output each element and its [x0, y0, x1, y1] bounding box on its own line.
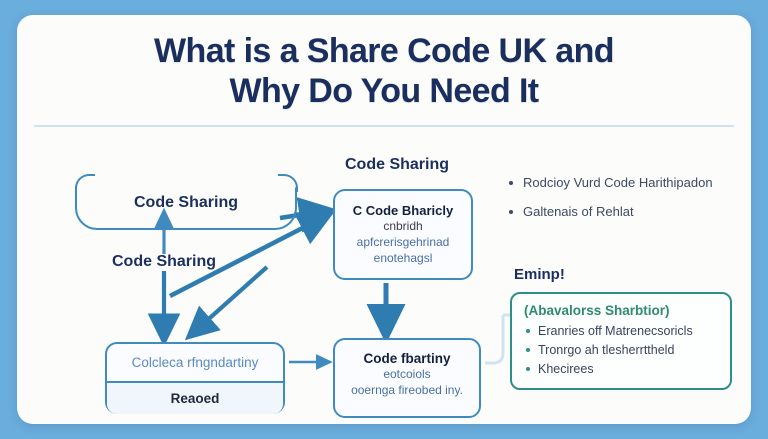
- center-box: C Code Bharicly cnbridh apfcrerisgehrina…: [333, 189, 473, 280]
- header-divider: [34, 125, 734, 127]
- list-item: Khecirees: [524, 360, 730, 379]
- page-title-line-2: Why Do You Need It: [229, 72, 539, 111]
- wire-to-emphasis-box: [485, 315, 505, 365]
- pill-cap-left: [74, 174, 95, 192]
- bottom-center-box-line-1: eotcoiols: [383, 367, 431, 381]
- page-title: What is a Share Code UK and Why Do You N…: [17, 31, 751, 111]
- wire-diagonal-to-center: [168, 211, 335, 299]
- emphasis-box-list: Eranries off Matrenecsoricls Tronrgo ah …: [512, 322, 730, 378]
- list-item: Tronrgo ah tlesherrttheld: [524, 341, 730, 360]
- bottom-left-box-row-1: Colcleca rfngndartiny: [107, 344, 283, 383]
- content-card: What is a Share Code UK and Why Do You N…: [17, 15, 751, 424]
- diagram-connectors: [147, 197, 510, 370]
- pill-label: Code Sharing: [133, 194, 238, 211]
- code-sharing-pill: Code Sharing: [74, 174, 298, 230]
- right-bullet-list: Rodcioy Vurd Code Harithipadon Galtenais…: [509, 175, 745, 233]
- right-bullet-list-items: Rodcioy Vurd Code Harithipadon Galtenais…: [509, 175, 745, 219]
- bottom-left-box-row-2: Reaoed: [107, 383, 283, 414]
- page-title-line-1: What is a Share Code UK and: [154, 32, 614, 70]
- list-item: Galtenais of Rehlat: [509, 204, 745, 219]
- bottom-center-box: Code fbartiny eotcoiols ooernga fireobed…: [333, 338, 481, 418]
- emphasis-title: Eminp!: [514, 266, 565, 283]
- mid-left-label: Code Sharing: [112, 253, 217, 270]
- center-box-line-3: enotehagsl: [373, 251, 433, 266]
- bottom-center-box-heading: Code fbartiny: [363, 351, 451, 366]
- pill-cap-right: [277, 174, 298, 192]
- wire-diagonal-to-bottom-left: [184, 265, 269, 341]
- diagram-section-heading: Code Sharing: [345, 156, 450, 173]
- center-box-line-2: apfcrerisgehrinad: [356, 235, 450, 250]
- emphasis-box: (Abavalorss Sharbtior) Eranries off Matr…: [510, 292, 732, 390]
- bottom-center-box-line-2: ooernga fireobed iny.: [351, 383, 463, 398]
- bottom-left-box: Colcleca rfngndartiny Reaoed: [105, 342, 285, 414]
- center-box-heading: C Code Bharicly: [352, 203, 454, 218]
- emphasis-box-subtitle: (Abavalorss Sharbtior): [524, 303, 670, 318]
- list-item: Eranries off Matrenecsoricls: [524, 322, 730, 341]
- list-item: Rodcioy Vurd Code Harithipadon: [509, 175, 745, 190]
- center-box-line-1: cnbridh: [383, 219, 423, 233]
